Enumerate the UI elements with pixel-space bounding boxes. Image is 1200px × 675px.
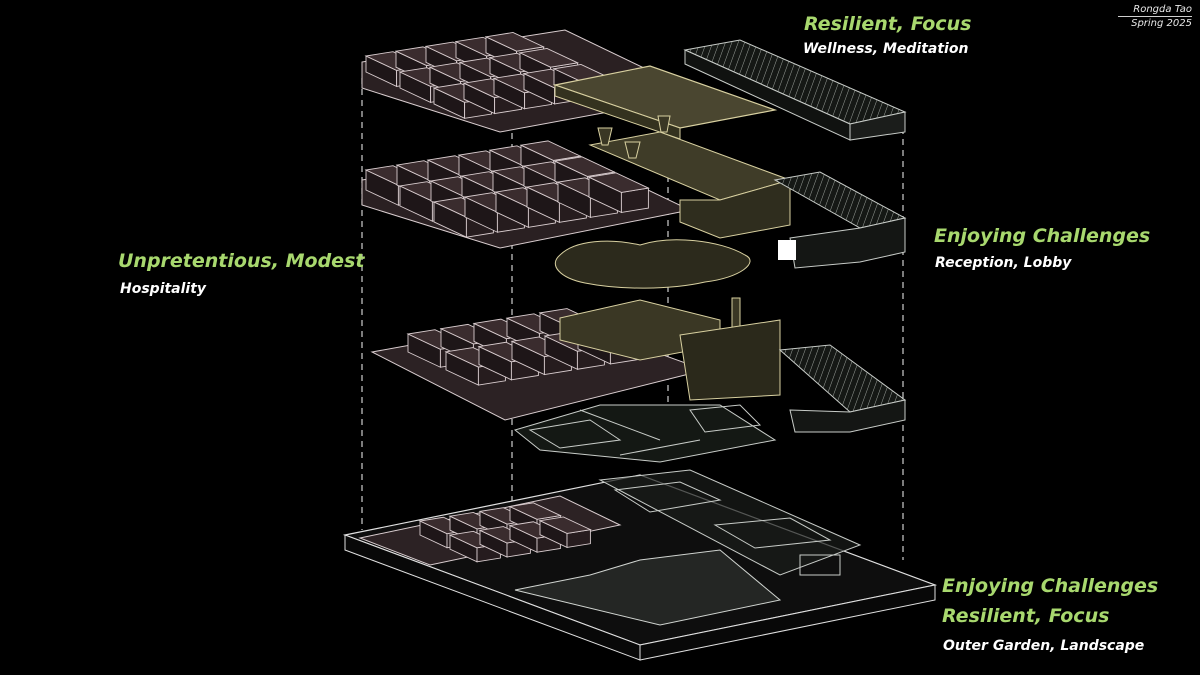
level-reception xyxy=(361,115,907,289)
level-ground-site xyxy=(342,469,938,661)
right-program-label: Reception, Lobby xyxy=(935,255,1072,271)
lobby-floor xyxy=(554,239,751,289)
level-second xyxy=(370,297,907,463)
lobby-bar xyxy=(773,171,907,229)
rooms-ground xyxy=(418,502,592,563)
author-name: Rongda Tao xyxy=(1133,4,1192,15)
left-program-label: Hospitality xyxy=(120,281,207,297)
top-program-label: Wellness, Meditation xyxy=(803,41,969,57)
bottom-keyword-label-2: Resilient, Focus xyxy=(942,605,1110,627)
garden-plane xyxy=(513,404,777,463)
rooms-third xyxy=(364,140,650,238)
room-box xyxy=(587,172,650,193)
top-keyword-label: Resilient, Focus xyxy=(804,13,972,35)
room-box xyxy=(484,32,546,52)
right-keyword-label: Enjoying Challenges xyxy=(934,225,1151,247)
level-top-wellness xyxy=(361,29,907,141)
room-box xyxy=(518,47,580,68)
bottom-program-label: Outer Garden, Landscape xyxy=(943,638,1145,654)
room-box xyxy=(519,140,582,161)
courtyard-bar xyxy=(778,344,907,413)
credit-divider xyxy=(1118,16,1192,17)
bottom-keyword-label-1: Enjoying Challenges xyxy=(942,575,1159,597)
author-credit: Rongda Tao Spring 2025 xyxy=(1118,3,1192,30)
room-box xyxy=(553,156,616,177)
room-box xyxy=(538,516,592,534)
room-box xyxy=(508,502,562,520)
garden-glass xyxy=(514,549,782,626)
author-term: Spring 2025 xyxy=(1131,18,1192,29)
left-keyword-label: Unpretentious, Modest xyxy=(118,250,365,272)
